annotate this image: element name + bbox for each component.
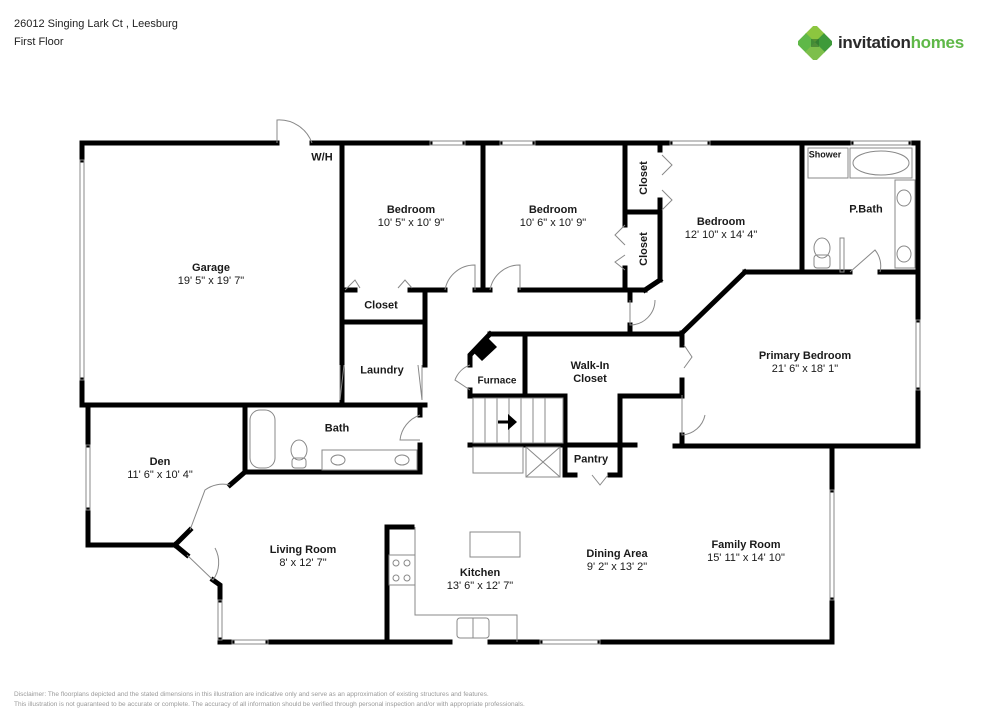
room-dims: 13' 6" x 12' 7" bbox=[446, 580, 514, 592]
room-closet-2: Closet bbox=[638, 161, 650, 195]
floor-label: First Floor bbox=[14, 36, 64, 48]
brand-logo: invitationhomes bbox=[798, 26, 964, 60]
room-name: Bath bbox=[324, 422, 350, 435]
stair-arrow-icon bbox=[498, 414, 517, 430]
room-name: Closet bbox=[364, 299, 398, 312]
label-wh: W/H bbox=[311, 152, 332, 165]
room-name: Dining Area bbox=[586, 548, 648, 560]
room-name: Living Room bbox=[269, 544, 337, 556]
room-pantry: Pantry bbox=[574, 454, 608, 467]
room-bath: Bath bbox=[325, 423, 349, 436]
room-name-line2: Closet bbox=[573, 373, 607, 385]
disclaimer-line-2: This illustration is not guaranteed to b… bbox=[14, 701, 525, 708]
room-name: W/H bbox=[311, 151, 333, 164]
room-name: Shower bbox=[808, 149, 842, 160]
room-name: Bedroom bbox=[386, 204, 436, 216]
room-name: Furnace bbox=[477, 375, 517, 387]
room-name: Bedroom bbox=[696, 216, 746, 228]
room-pbath: P.Bath bbox=[849, 204, 882, 217]
room-name: Bedroom bbox=[528, 204, 578, 216]
room-dims: 21' 6" x 18' 1" bbox=[771, 363, 839, 375]
room-name: Family Room bbox=[711, 539, 781, 551]
room-name: Primary Bedroom bbox=[758, 350, 852, 362]
room-dims: 19' 5" x 19' 7" bbox=[177, 275, 245, 287]
room-dims: 10' 6" x 10' 9" bbox=[519, 217, 587, 229]
brand-wordmark: invitationhomes bbox=[838, 33, 964, 53]
room-dims: 12' 10" x 14' 4" bbox=[684, 229, 758, 241]
room-dims: 8' x 12' 7" bbox=[279, 557, 327, 569]
room-name: Garage bbox=[192, 262, 230, 274]
room-dims: 9' 2" x 13' 2" bbox=[586, 561, 648, 573]
room-shower: Shower bbox=[809, 149, 842, 162]
room-dims: 15' 11" x 14' 10" bbox=[707, 552, 785, 564]
room-dims: 10' 5" x 10' 9" bbox=[377, 217, 445, 229]
brand-word-invitation: invitation bbox=[838, 33, 911, 52]
header: 26012 Singing Lark Ct , Leesburg First F… bbox=[14, 15, 178, 51]
disclaimer-line-1: Disclaimer: The floorplans depicted and … bbox=[14, 691, 489, 698]
room-furnace: Furnace bbox=[478, 375, 517, 388]
clover-logo-icon bbox=[798, 26, 832, 60]
room-name: Laundry bbox=[360, 364, 404, 377]
room-closet-1: Closet bbox=[364, 300, 398, 313]
room-name-line1: Walk-In bbox=[570, 360, 610, 372]
room-name: Pantry bbox=[573, 453, 609, 466]
disclaimer: Disclaimer: The floorplans depicted and … bbox=[14, 690, 525, 710]
room-name: Kitchen bbox=[459, 567, 501, 579]
room-laundry: Laundry bbox=[360, 365, 403, 378]
furnace-unit bbox=[473, 338, 497, 361]
brand-word-homes: homes bbox=[910, 33, 965, 52]
room-closet-3: Closet bbox=[638, 232, 650, 266]
fixtures bbox=[79, 119, 921, 645]
room-name: Den bbox=[149, 456, 171, 468]
room-dims: 11' 6" x 10' 4" bbox=[127, 469, 193, 481]
room-name: P.Bath bbox=[849, 203, 883, 216]
walls bbox=[79, 140, 921, 645]
address-text: 26012 Singing Lark Ct , Leesburg bbox=[14, 18, 178, 30]
